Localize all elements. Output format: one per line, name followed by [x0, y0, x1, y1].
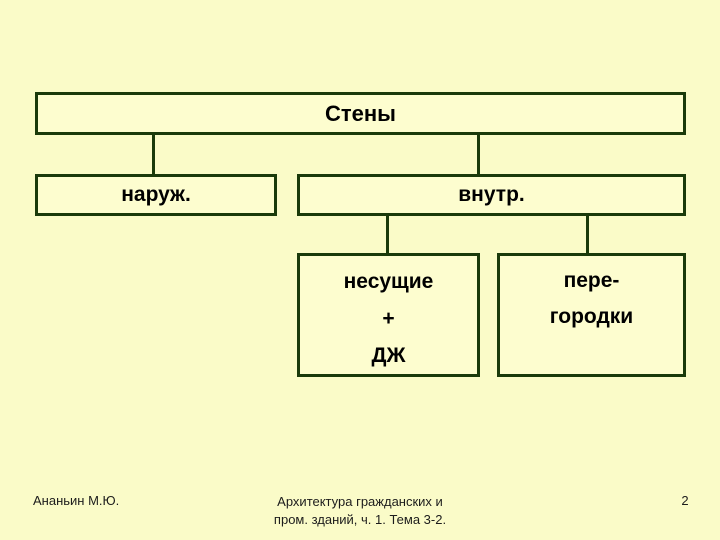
connector-root-naruzh	[152, 135, 155, 174]
node-text-line: ДЖ	[371, 344, 406, 367]
diagram-node-vnutr: внутр.	[297, 174, 686, 216]
node-text-line: пере-	[563, 269, 620, 292]
footer-course-title: Архитектура гражданских и пром. зданий, …	[225, 493, 495, 529]
footer-course-title-line: Архитектура гражданских и	[277, 494, 443, 509]
connector-vnutr-nesushchie	[386, 216, 389, 253]
footer-author: Ананьин М.Ю.	[33, 493, 120, 508]
diagram-node-peregorodki: пере- городки	[497, 253, 686, 377]
footer-course-title-line: пром. зданий, ч. 1. Тема 3-2.	[273, 512, 447, 527]
node-text-line: городки	[549, 305, 634, 328]
footer-page-number: 2	[681, 493, 689, 508]
diagram-node-steny: Стены	[35, 92, 686, 135]
node-text-line: +	[382, 307, 395, 330]
diagram-node-nesushchie: несущие + ДЖ	[297, 253, 480, 377]
diagram-node-naruzh: наруж.	[35, 174, 277, 216]
connector-root-vnutr	[477, 135, 480, 174]
node-text-line: несущие	[343, 270, 434, 293]
connector-vnutr-peregorodki	[586, 216, 589, 253]
